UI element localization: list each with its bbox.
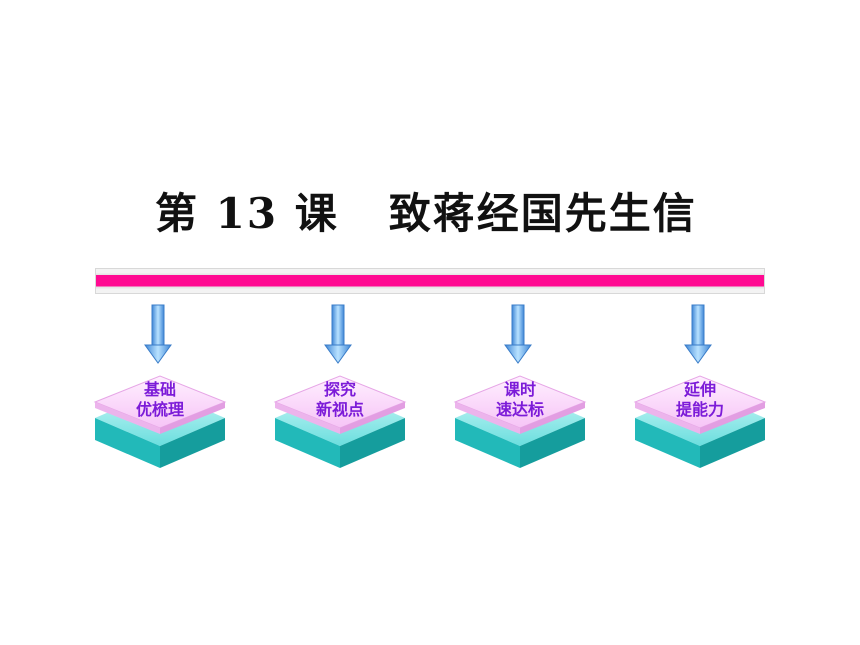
lesson-number: 第 13 课: [155, 188, 339, 238]
down-arrow-icon: [504, 304, 532, 364]
down-arrow-icon: [324, 304, 352, 364]
lesson-title: 第 13 课 致蒋经国先生信: [130, 180, 730, 240]
nav-tile-graphic: [633, 304, 767, 468]
nav-item-extend[interactable]: 延伸 提能力: [633, 300, 775, 480]
nav-label: 探究 新视点: [315, 380, 364, 419]
nav-tile-graphic: [453, 304, 587, 468]
title-divider-bar: [95, 268, 765, 294]
down-arrow-icon: [144, 304, 172, 364]
nav-label: 延伸 提能力: [675, 380, 724, 419]
nav-item-practice[interactable]: 课时 速达标: [453, 300, 595, 480]
nav-tile-graphic: [93, 304, 227, 468]
nav-tile-graphic: [273, 304, 407, 468]
down-arrow-icon: [684, 304, 712, 364]
lesson-name: 致蒋经国先生信: [388, 188, 697, 238]
nav-item-basics[interactable]: 基础 优梳理: [93, 300, 235, 480]
nav-item-explore[interactable]: 探究 新视点: [273, 300, 415, 480]
nav-label: 基础 优梳理: [135, 380, 184, 419]
nav-label: 课时 速达标: [495, 380, 544, 419]
